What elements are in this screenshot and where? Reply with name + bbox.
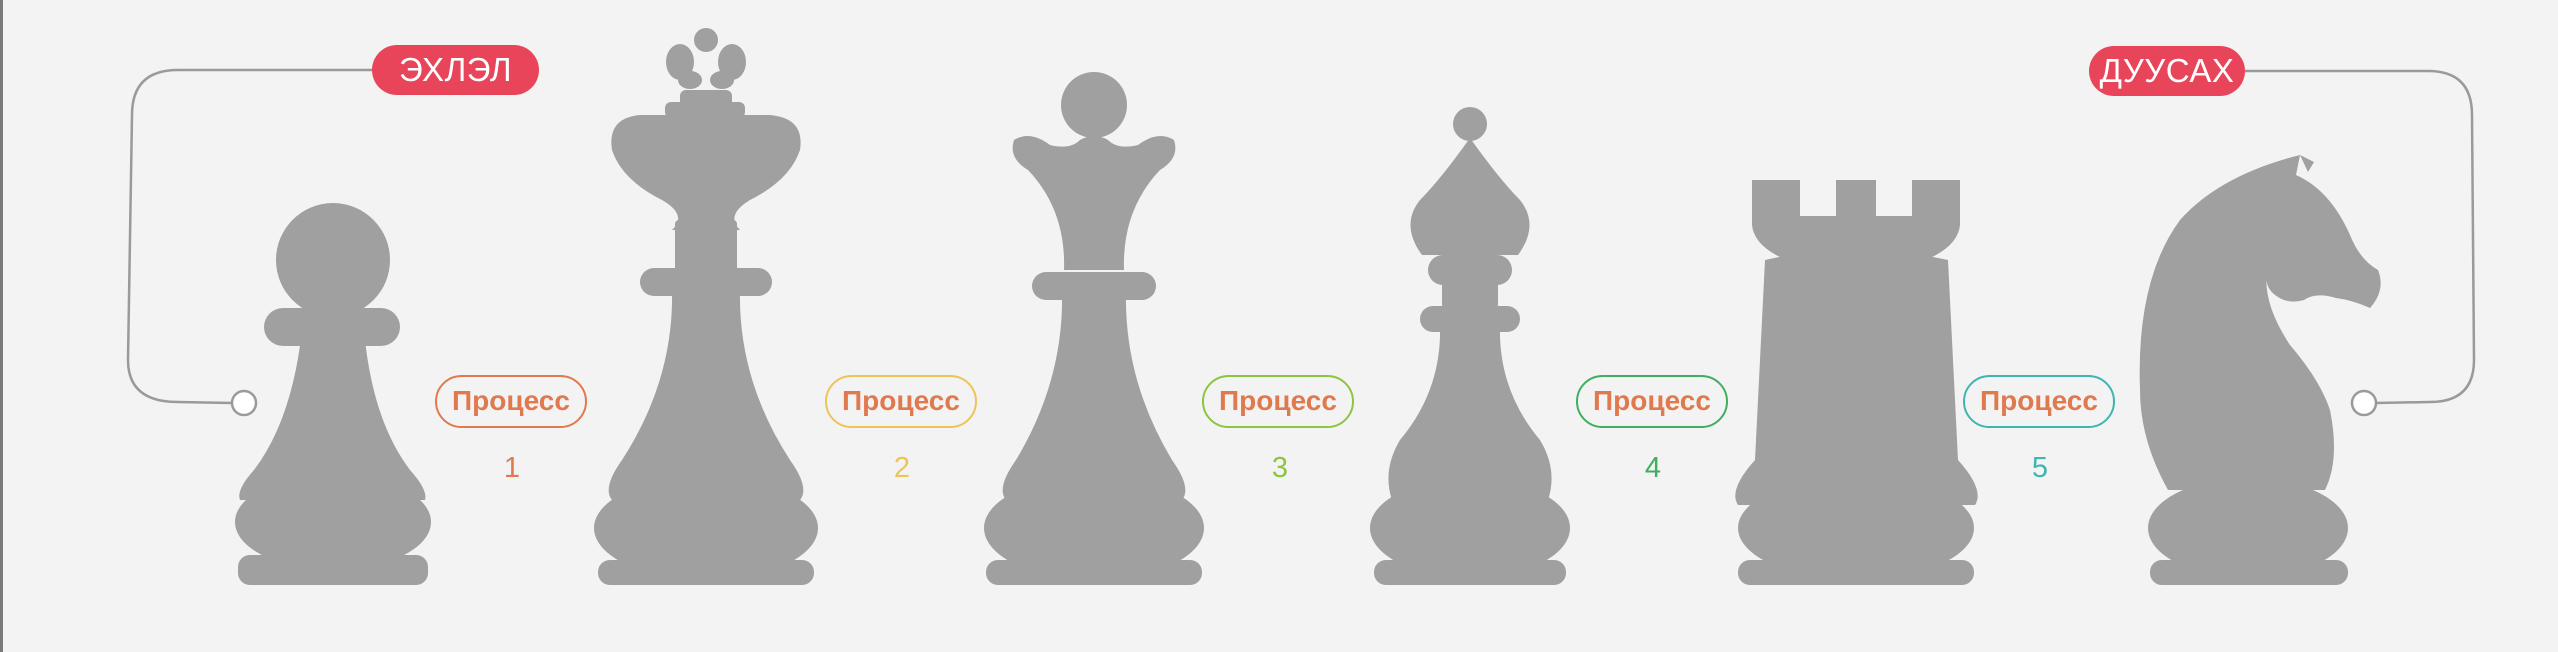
pawn-icon xyxy=(235,203,431,585)
king-icon xyxy=(594,28,818,585)
step-number-3: 3 xyxy=(1271,452,1289,484)
rook-icon xyxy=(1735,180,1978,585)
step-number-1: 1 xyxy=(503,452,521,484)
step-number-2: 2 xyxy=(893,452,911,484)
start-connector-node xyxy=(230,389,258,417)
end-badge: ДУУСАХ xyxy=(2089,46,2245,96)
end-connector xyxy=(2245,69,2476,405)
queen-icon xyxy=(984,72,1204,585)
process-step-2: Процесс xyxy=(825,375,977,428)
bishop-icon xyxy=(1370,107,1570,585)
knight-icon xyxy=(2139,155,2381,585)
step-number-5: 5 xyxy=(2031,452,2049,484)
start-badge: ЭХЛЭЛ xyxy=(372,45,539,95)
process-step-4: Процесс xyxy=(1576,375,1728,428)
process-step-1: Процесс xyxy=(435,375,587,428)
process-step-3: Процесс xyxy=(1202,375,1354,428)
start-connector xyxy=(126,68,378,405)
step-number-4: 4 xyxy=(1644,452,1662,484)
end-connector-node xyxy=(2350,389,2378,417)
left-border xyxy=(0,0,3,652)
process-step-5: Процесс xyxy=(1963,375,2115,428)
